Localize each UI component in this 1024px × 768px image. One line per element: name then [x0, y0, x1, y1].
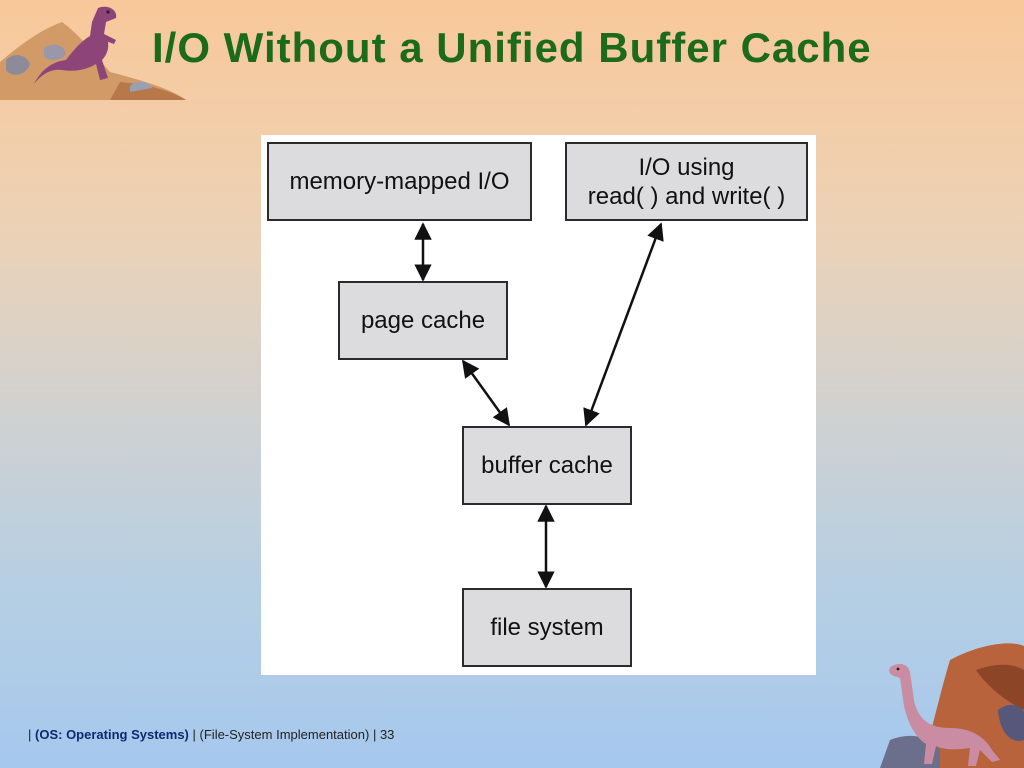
node-io-read-write: I/O using read( ) and write( ) [565, 142, 808, 221]
footer: | (OS: Operating Systems) | (File-System… [28, 727, 394, 742]
dinosaur-rocks-icon [0, 6, 186, 100]
node-memory-mapped-io: memory-mapped I/O [267, 142, 532, 221]
edge-page-cache-buffer-cache [461, 359, 511, 427]
dinosaur-rocks-icon [880, 643, 1024, 768]
edge-io-using-buffer-cache [583, 222, 664, 427]
footer-page-number: 33 [379, 727, 395, 742]
node-buffer-cache: buffer cache [462, 426, 632, 505]
footer-separator: | [28, 727, 32, 742]
node-file-system: file system [462, 588, 632, 667]
slide-title: I/O Without a Unified Buffer Cache [152, 24, 872, 71]
diagram-panel: memory-mapped I/O I/O using read( ) and … [261, 135, 816, 675]
node-io-read-write-line1: I/O using [638, 153, 735, 181]
node-io-read-write-line2: read( ) and write( ) [587, 182, 786, 210]
footer-separator: | [372, 727, 377, 742]
footer-separator: | [192, 727, 196, 742]
footer-chapter: (File-System Implementation) [199, 727, 370, 742]
diagram-edges [414, 222, 664, 589]
node-page-cache: page cache [338, 281, 508, 360]
footer-course: (OS: Operating Systems) [35, 727, 189, 742]
